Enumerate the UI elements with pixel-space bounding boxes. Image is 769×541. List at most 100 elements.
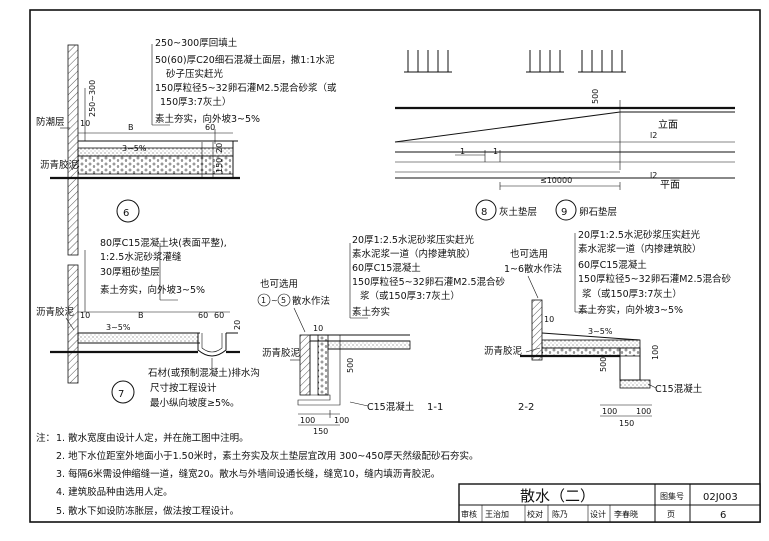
d7-dim-60-b: 60	[214, 311, 224, 320]
s11-alt-a: 1	[261, 296, 266, 305]
elev-dim-l2-a: l2	[650, 131, 657, 140]
s11-note-4: 150厚粒径5~32卵石灌M2.5混合砂	[352, 276, 506, 288]
s11-dim-100-b: 100	[334, 416, 349, 425]
s11-note-2: 素水泥浆一道（内掺建筑胶）	[352, 248, 476, 260]
s11-note-6: 素土夯实	[352, 306, 390, 318]
detail-8-number: 8	[481, 207, 487, 218]
note-item-2: 2. 地下水位距室外地面小于1.50米时，素土夯实及灰土垫层宜改用 300~45…	[56, 450, 478, 462]
title-block-check-sign: 陈乃	[552, 509, 568, 519]
d7-note-3: 30厚粗砂垫层	[100, 266, 160, 278]
s22-alt-2: 1~6散水作法	[504, 263, 562, 275]
s22-alt-1: 也可选用	[510, 248, 548, 260]
d7-dim-60-a: 60	[198, 311, 208, 320]
d7-drain-3: 最小纵向坡度≥5%。	[150, 397, 240, 409]
detail-8-title: 灰土垫层	[499, 206, 537, 218]
d6-note-4: 150厚粒径5~32卵石灌M2.5混合砂浆（或	[155, 82, 337, 94]
d6-base	[77, 155, 234, 175]
s22-note-6: 素土夯实，向外坡3~5%	[578, 304, 683, 316]
detail-7: 80厚C15混凝土块(表面平整), 1:2.5水泥砂浆灌缝 30厚粗砂垫层 素土…	[36, 237, 260, 409]
s11-slab	[327, 340, 411, 350]
d7-note-4: 素土夯实，向外坡3~5%	[100, 284, 205, 296]
title-block-atlas-no: 02J003	[703, 492, 738, 503]
sheet-frame	[29, 9, 761, 523]
d6-dim-fill: 250~300	[88, 80, 97, 117]
elev-dim-500: 500	[591, 89, 600, 104]
detail-6: 250~300厚回填土 50(60)厚C20细石混凝土面层，撒1:1水泥 砂子压…	[36, 37, 337, 256]
title-block-design: 设计	[590, 509, 606, 519]
title-block: 散水（二） 图集号 02J003 审核 王治加 校对 陈乃 设计 李春晓 页 6	[458, 483, 761, 523]
s11-dim-100-a: 100	[300, 416, 315, 425]
d6-dim-60: 60	[205, 123, 215, 132]
d6-note-2: 50(60)厚C20细石混凝土面层，撒1:1水泥	[155, 54, 335, 66]
d6-note-5: 150厚3:7灰土）	[160, 96, 231, 108]
label-elevation: 立面	[658, 118, 678, 131]
elev-dim-1-b: 1	[493, 147, 498, 156]
note-item-5: 5. 散水下如设防冻胀层，做法按工程设计。	[56, 505, 239, 517]
section-2-2: 20厚1:2.5水泥砂浆压实赶光 素水泥浆一道（内掺建筑胶） 60厚C15混凝土…	[484, 229, 732, 428]
title-block-page-no: 6	[720, 510, 726, 521]
title-block-title: 散水（二）	[520, 487, 595, 505]
note-item-1: 1. 散水宽度由设计人定，并在施工图中注明。	[56, 432, 249, 444]
d6-dim-150: 150	[215, 158, 224, 173]
d6-number: 6	[123, 208, 129, 219]
s11-dim-150: 150	[313, 427, 328, 436]
note-item-4: 4. 建筑胶品种由选用人定。	[56, 486, 173, 498]
detail-9-number: 9	[561, 207, 567, 218]
general-notes: 注： 1. 散水宽度由设计人定，并在施工图中注明。 2. 地下水位距室外地面小于…	[36, 432, 478, 517]
d6-note-1: 250~300厚回填土	[155, 37, 238, 49]
s11-alt-2: 散水作法	[292, 295, 330, 307]
parapet-marks	[404, 50, 626, 73]
elevation-plan: 立面 平面 500 l2 l2 1 1 ≤10000 8 灰土垫层 9 卵石垫层	[394, 50, 735, 221]
d6-dim-b: B	[128, 123, 134, 132]
s22-dim-10: 10	[544, 315, 554, 324]
s22-note-5: 浆（或150厚3:7灰土）	[582, 288, 682, 300]
elev-dim-len: ≤10000	[540, 176, 572, 185]
elev-dim-l2-b: l2	[650, 171, 657, 180]
d6-label-moisture: 防潮层	[36, 116, 65, 128]
s22-note-3: 60厚C15混凝土	[578, 259, 647, 271]
title-block-page-label: 页	[667, 510, 675, 519]
title-block-review-sign: 王治加	[485, 509, 509, 519]
d7-label-asphalt: 沥青胶泥	[36, 306, 75, 318]
s11-alt-1: 也可选用	[260, 278, 298, 290]
s11-alt-sep: ~	[271, 296, 278, 305]
s11-note-1: 20厚1:2.5水泥砂浆压实赶光	[352, 234, 474, 246]
s11-label-asphalt: 沥青胶泥	[262, 347, 301, 359]
title-block-design-sign: 李春晓	[614, 509, 638, 519]
d7-drain-2: 尺寸按工程设计	[150, 382, 217, 394]
d7-drain-1: 石材(或预制混凝土)排水沟	[148, 367, 260, 379]
d7-dim-20: 20	[233, 320, 242, 330]
d6-note-6: 素土夯实，向外坡3~5%	[155, 113, 260, 125]
s22-dim-500: 500	[599, 357, 608, 372]
s22-c15-block	[619, 379, 651, 389]
detail-9-title: 卵石垫层	[579, 206, 617, 218]
s11-dim-500: 500	[346, 358, 355, 373]
s11-c15: C15混凝土	[367, 401, 415, 413]
s22-dim-100-v: 100	[651, 345, 660, 360]
d7-gutter	[197, 333, 227, 357]
note-item-3: 3. 每隔6米需设伸缩缝一道，缝宽20。散水与外墙间设通长缝，缝宽10，缝内填沥…	[56, 468, 440, 480]
s11-note-3: 60厚C15混凝土	[352, 262, 421, 274]
d7-wall	[67, 264, 79, 384]
s11-base	[317, 334, 329, 396]
d6-topping	[77, 147, 234, 157]
s22-note-4: 150厚粒径5~32卵石灌M2.5混合砂	[578, 273, 732, 285]
s22-dim-100-a: 100	[602, 407, 617, 416]
elev-dim-1-a: 1	[460, 147, 465, 156]
s22-dim-150: 150	[619, 419, 634, 428]
d7-block	[77, 332, 199, 344]
label-plan: 平面	[660, 180, 680, 191]
d6-wall	[67, 44, 79, 256]
d7-dim-10: 10	[80, 311, 90, 320]
s22-note-2: 素水泥浆一道（内掺建筑胶）	[578, 243, 702, 255]
d6-dim-slope: 3~5%	[122, 144, 147, 153]
s11-note-5: 浆（或150厚3:7灰土）	[360, 290, 460, 302]
s11-dim-10: 10	[313, 324, 323, 333]
section-1-1: 20厚1:2.5水泥砂浆压实赶光 素水泥浆一道（内掺建筑胶） 60厚C15混凝土…	[257, 234, 506, 436]
s22-dim-slope: 3~5%	[588, 327, 613, 336]
s22-title: 2-2	[518, 402, 534, 413]
d7-dim-b: B	[138, 311, 144, 320]
title-block-check: 校对	[527, 509, 543, 519]
s22-c15: C15混凝土	[655, 383, 703, 395]
